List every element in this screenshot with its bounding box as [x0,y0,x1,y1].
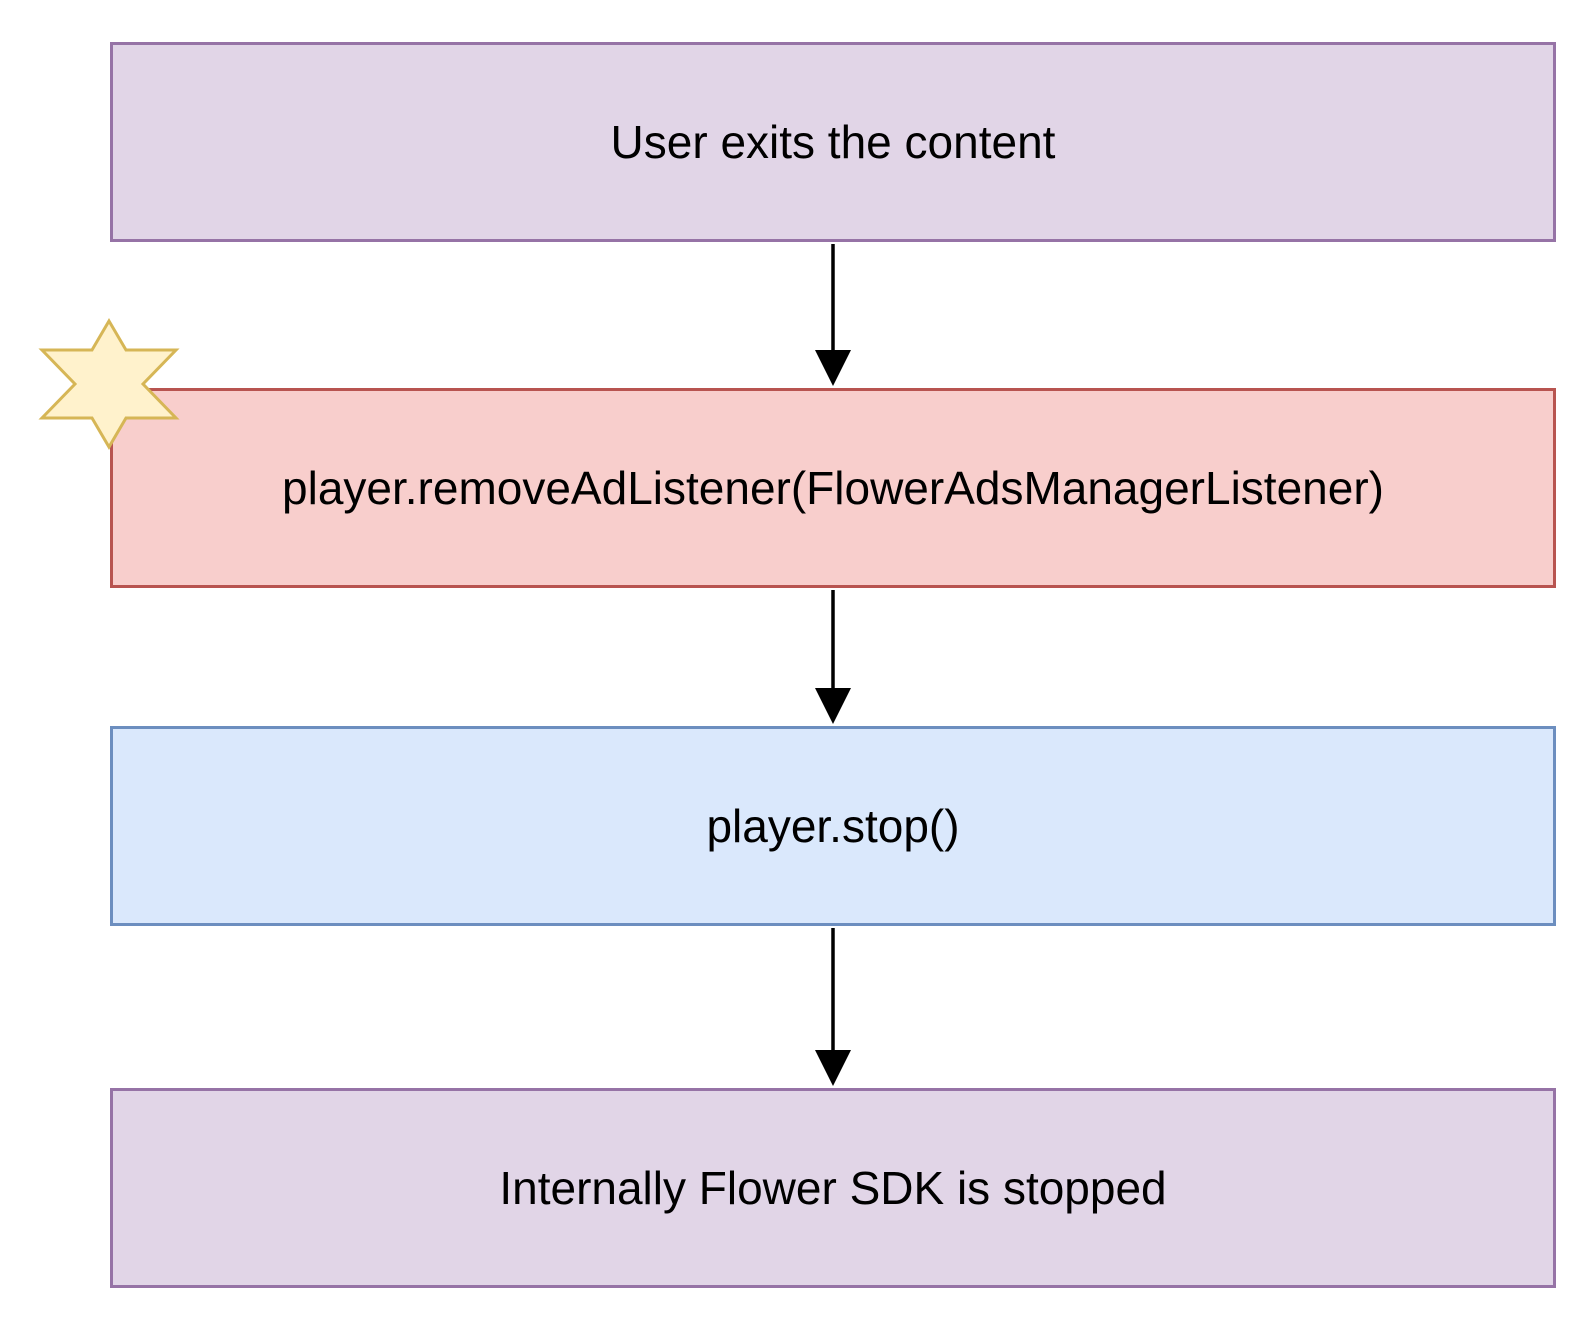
arrow-connector [815,928,851,1086]
arrow-connector [815,590,851,724]
step-label: User exits the content [610,116,1056,168]
step-label: player.stop() [706,800,960,852]
arrow-connector [815,244,851,386]
step-sdk-stopped: Internally Flower SDK is stopped [110,1088,1556,1288]
step-label: player.removeAdListener(FlowerAdsManager… [282,462,1384,514]
step-user-exits-content: User exits the content [110,42,1556,242]
step-label: Internally Flower SDK is stopped [499,1162,1167,1214]
step-remove-ad-listener: player.removeAdListener(FlowerAdsManager… [110,388,1556,588]
step-player-stop: player.stop() [110,726,1556,926]
